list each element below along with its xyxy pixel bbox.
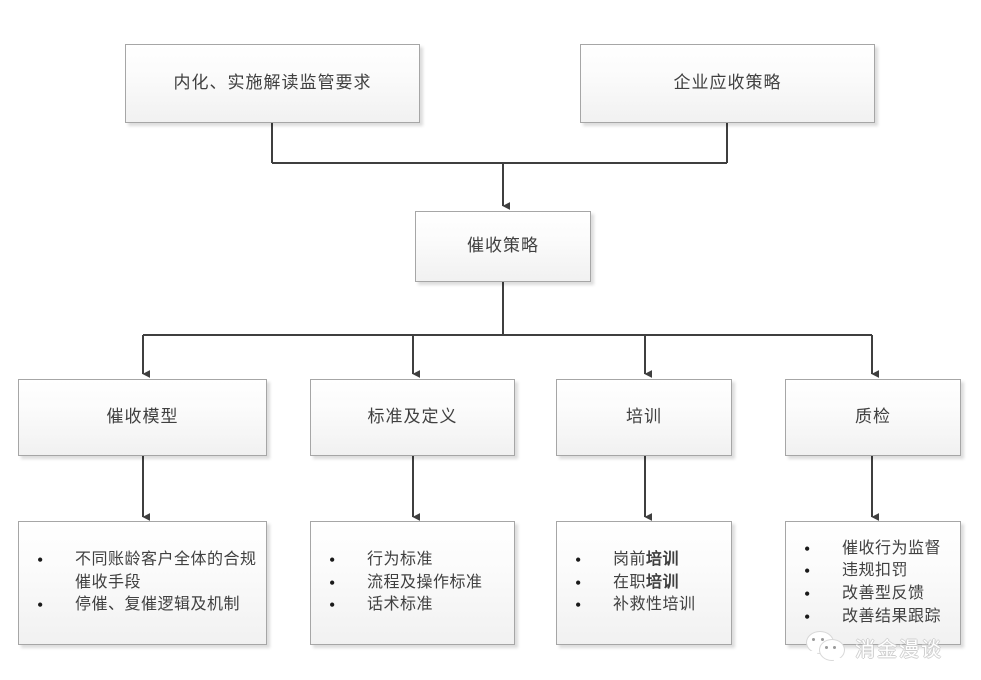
node-corporate-strategy[interactable]: 企业应收策略: [580, 44, 875, 123]
list-item: 违规扣罚: [796, 559, 954, 584]
detail-list-training: 岗前培训 在职培训 补救性培训: [557, 548, 731, 619]
list-item: 行为标准: [321, 548, 508, 573]
list-item: 话术标准: [321, 593, 508, 618]
list-item: 在职培训: [567, 571, 725, 596]
detail-box-quality-inspection[interactable]: 催收行为监督 违规扣罚 改善型反馈 改善结果跟踪: [785, 521, 961, 645]
list-item: 岗前培训: [567, 548, 725, 573]
detail-box-training[interactable]: 岗前培训 在职培训 补救性培训: [556, 521, 732, 645]
detail-list-quality-inspection: 催收行为监督 违规扣罚 改善型反馈 改善结果跟踪: [786, 537, 960, 630]
list-item: 补救性培训: [567, 593, 725, 618]
detail-box-collection-model[interactable]: 不同账龄客户全体的合规催收手段 停催、复催逻辑及机制: [18, 521, 267, 645]
list-item: 改善型反馈: [796, 582, 954, 607]
node-quality-inspection[interactable]: 质检: [785, 379, 961, 456]
list-item: 改善结果跟踪: [796, 605, 954, 630]
node-corporate-strategy-label: 企业应收策略: [673, 73, 782, 93]
node-quality-inspection-label: 质检: [855, 407, 891, 427]
node-standards-definitions[interactable]: 标准及定义: [310, 379, 515, 456]
list-item-emphasis: 培训: [646, 573, 680, 591]
list-item-text: 在职: [613, 573, 647, 591]
list-item: 停催、复催逻辑及机制: [29, 593, 260, 618]
detail-list-collection-model: 不同账龄客户全体的合规催收手段 停催、复催逻辑及机制: [19, 548, 266, 619]
node-standards-definitions-label: 标准及定义: [367, 407, 458, 427]
list-item-text: 岗前: [613, 550, 647, 568]
list-item-emphasis: 培训: [646, 550, 680, 568]
node-training[interactable]: 培训: [556, 379, 732, 456]
node-internalize-label: 内化、实施解读监管要求: [173, 73, 372, 93]
node-collection-model[interactable]: 催收模型: [18, 379, 267, 456]
list-item: 不同账龄客户全体的合规催收手段: [29, 548, 260, 594]
list-item: 流程及操作标准: [321, 571, 508, 596]
node-collection-strategy-label: 催收策略: [467, 236, 539, 256]
detail-list-standards-definitions: 行为标准 流程及操作标准 话术标准: [311, 548, 514, 619]
list-item: 催收行为监督: [796, 537, 954, 562]
node-internalize[interactable]: 内化、实施解读监管要求: [125, 44, 420, 123]
node-training-label: 培训: [626, 407, 662, 427]
node-collection-strategy[interactable]: 催收策略: [415, 211, 591, 282]
detail-box-standards-definitions[interactable]: 行为标准 流程及操作标准 话术标准: [310, 521, 515, 645]
node-collection-model-label: 催收模型: [106, 407, 179, 427]
